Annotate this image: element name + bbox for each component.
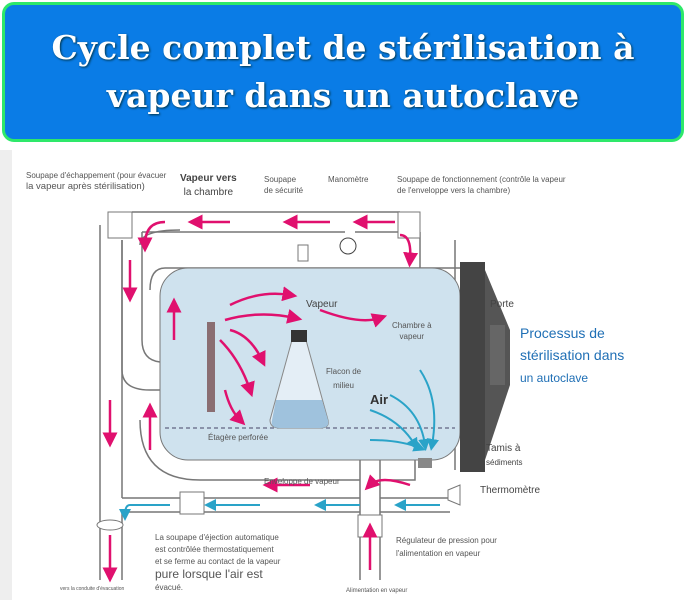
air-label: Air (370, 392, 389, 407)
ejector-valve (179, 491, 205, 515)
steam-arrows (102, 214, 419, 583)
left-margin (0, 150, 12, 600)
manometer-label: Manomètre (328, 175, 369, 184)
strainer (418, 458, 432, 468)
thermometer-icon (447, 484, 461, 506)
drain-label: vers la conduite d'évacuation (60, 586, 125, 592)
thermometer-label: Thermomètre (480, 485, 541, 496)
exhaust-valve (107, 211, 133, 239)
operating-valve (397, 211, 421, 239)
door (460, 262, 485, 472)
supply-label: Alimentation en vapeur (346, 588, 408, 594)
door-label: Porte (490, 299, 514, 310)
jacket-label: Enveloppe de vapeur (264, 477, 340, 486)
shelf-label: Étagère perforée (208, 433, 269, 442)
steam-label: Vapeur (306, 299, 338, 310)
heating-element (207, 322, 215, 412)
safety-valve (297, 244, 309, 262)
operating-valve-label: Soupape de fonctionnement (contrôle la v… (397, 175, 566, 195)
manometer-icon (339, 237, 357, 255)
air-arrows (119, 369, 440, 521)
